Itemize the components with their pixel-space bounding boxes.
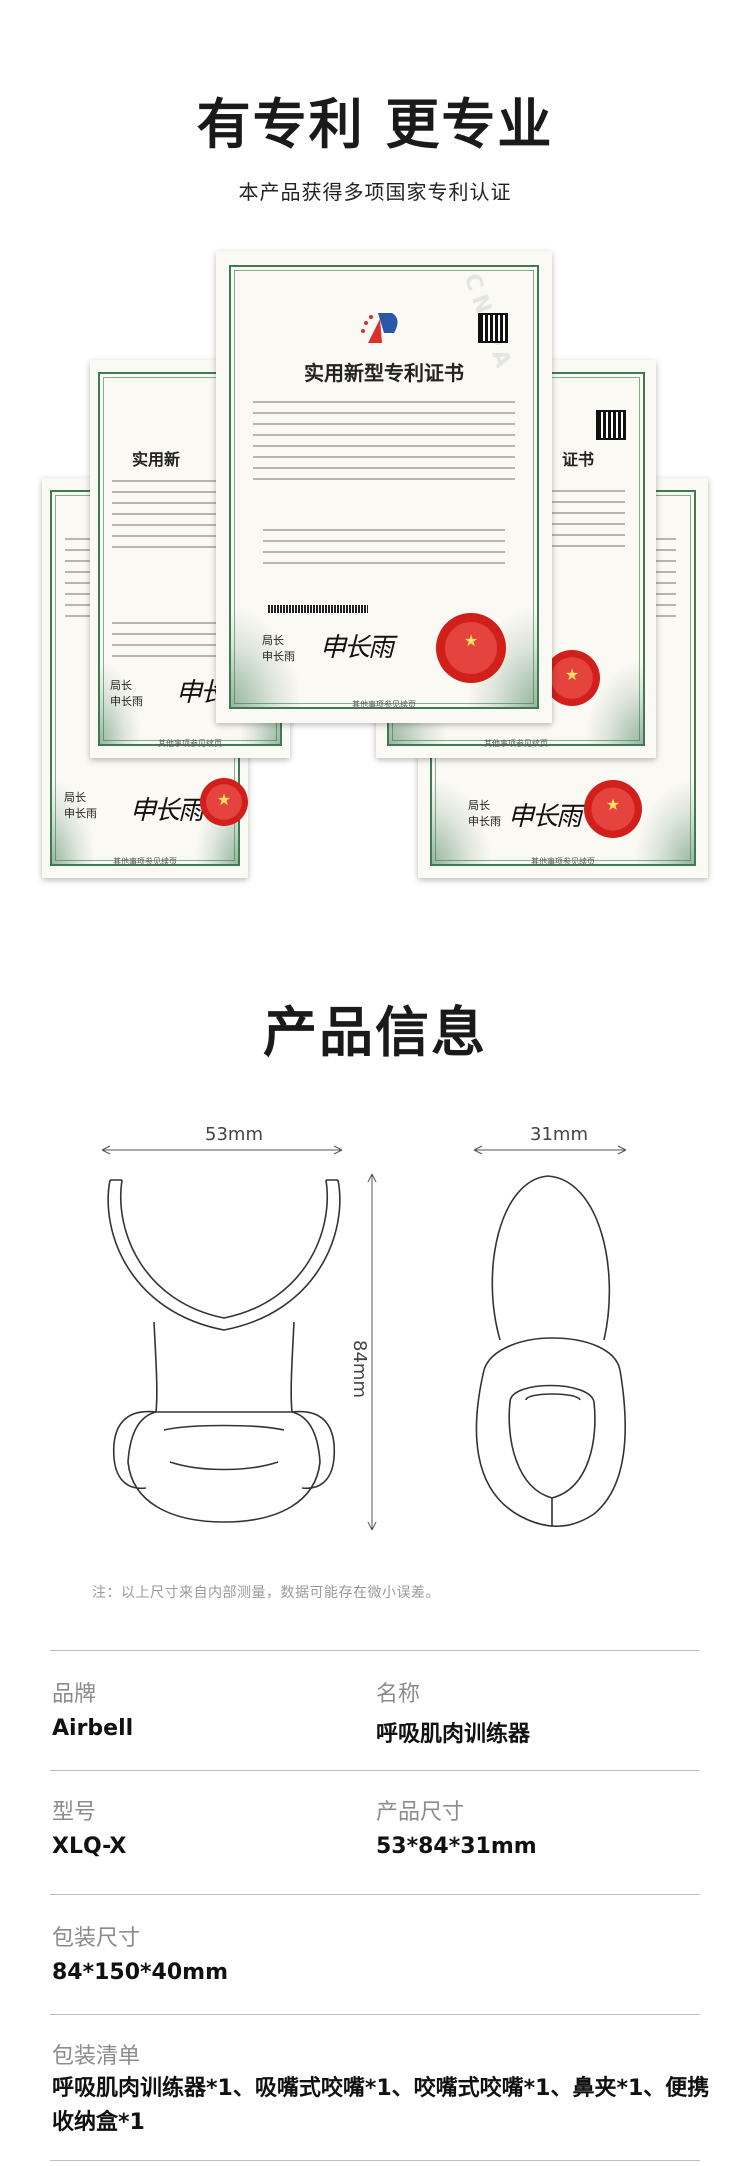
product-name-value: 呼吸肌肉训练器 [376, 1722, 531, 1747]
certificate-footer: 其他事项参见续页 [484, 739, 548, 748]
product-name-label: 名称 [376, 1682, 421, 1707]
patent-office-logo-icon [361, 313, 398, 343]
brand-label: 品牌 [52, 1682, 97, 1707]
package-contents-label: 包装清单 [52, 2044, 141, 2069]
patent-office-seal [436, 613, 506, 683]
patent-heading: 有专利 更专业 [196, 93, 554, 156]
certificate-title: 实用新型专利证书 [304, 361, 464, 385]
barcode [268, 605, 368, 613]
chief-signature: 申长雨 [130, 796, 204, 826]
certificate-footer: 其他事项参见续页 [531, 857, 595, 866]
chief-name: 申长雨 [262, 650, 295, 663]
certificate-title: 证书 [561, 450, 594, 469]
chief-signature: 申长雨 [508, 802, 582, 832]
product-front-view-drawing [107, 1179, 341, 1523]
depth-dimension-line [473, 1145, 627, 1155]
chief-label: 局长 [262, 634, 284, 647]
certificate-title: 实用新 [132, 450, 181, 469]
package-size-label: 包装尺寸 [52, 1926, 141, 1951]
width-dimension-label: 53mm [205, 1124, 263, 1145]
spec-divider [50, 1894, 700, 1895]
height-dimension-label: 84mm [349, 1340, 370, 1398]
certificate-footer: 其他事项参见续页 [113, 857, 177, 866]
product-side-view-drawing [475, 1175, 627, 1528]
chief-name: 申长雨 [110, 695, 143, 708]
package-contents-value: 呼吸肌肉训练器*1、吸嘴式咬嘴*1、咬嘴式咬嘴*1、鼻夹*1、便携收纳盒*1 [52, 2076, 710, 2135]
measurement-note: 注：以上尺寸来自内部测量，数据可能存在微小误差。 [92, 1585, 440, 1601]
patent-office-seal [584, 780, 642, 838]
height-dimension-line [367, 1173, 377, 1531]
model-label: 型号 [52, 1800, 97, 1825]
patent-office-seal [200, 778, 248, 826]
certificate-footer: 其他事项参见续页 [158, 739, 222, 748]
certificate-footer: 其他事项参见续页 [352, 700, 416, 709]
chief-label: 局长 [110, 679, 132, 692]
spec-divider [50, 1770, 700, 1771]
chief-name: 申长雨 [64, 807, 97, 820]
depth-dimension-label: 31mm [530, 1124, 588, 1145]
spec-divider [50, 2014, 700, 2015]
brand-value: Airbell [52, 1716, 134, 1741]
patent-office-seal [544, 650, 600, 706]
chief-label: 局长 [64, 791, 86, 804]
qr-code-icon [596, 410, 626, 440]
spec-divider [50, 2160, 700, 2161]
product-size-value: 53*84*31mm [376, 1834, 537, 1859]
patent-subtitle: 本产品获得多项国家专利认证 [238, 180, 512, 204]
product-info-heading: 产品信息 [263, 1001, 487, 1064]
width-dimension-line [101, 1145, 343, 1155]
product-size-label: 产品尺寸 [376, 1800, 465, 1825]
qr-code-icon [478, 313, 508, 343]
chief-label: 局长 [468, 799, 490, 812]
chief-name: 申长雨 [468, 815, 501, 828]
model-value: XLQ-X [52, 1834, 127, 1859]
package-size-value: 84*150*40mm [52, 1960, 229, 1985]
chief-signature: 申长雨 [320, 633, 394, 663]
spec-divider [50, 1650, 700, 1651]
